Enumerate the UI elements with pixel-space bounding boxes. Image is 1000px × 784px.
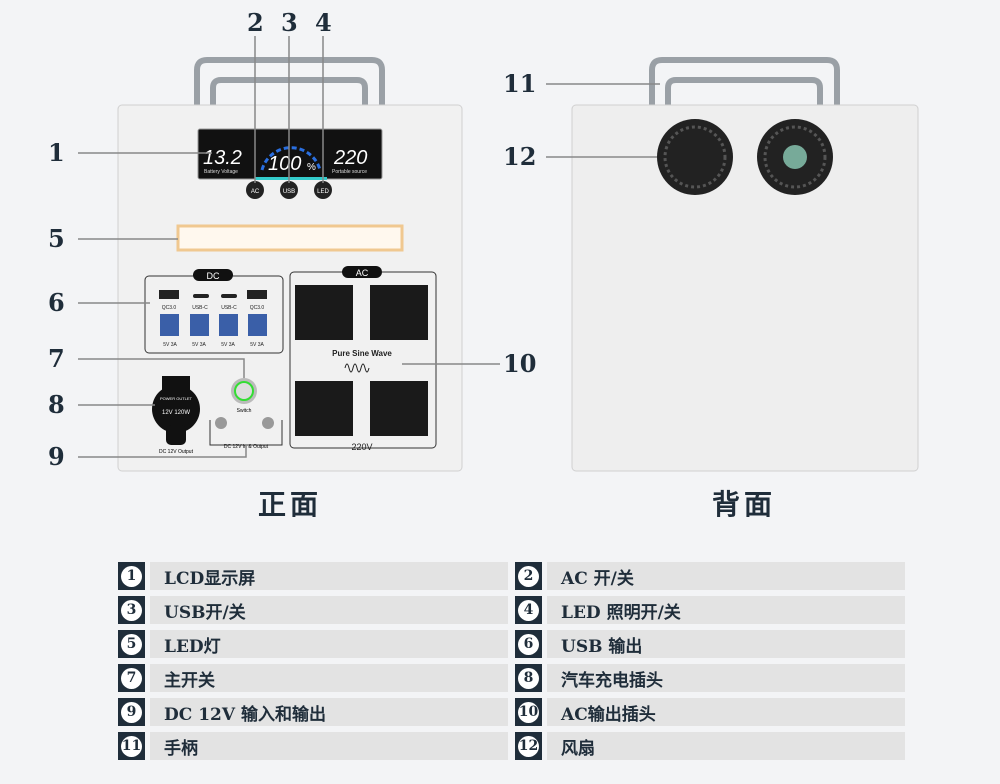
svg-text:5V 3A: 5V 3A — [163, 342, 177, 348]
legend-label: AC输出插头 — [547, 698, 905, 726]
svg-text:USB: USB — [283, 189, 295, 195]
svg-text:AC: AC — [251, 189, 260, 195]
fan-left — [657, 119, 733, 195]
legend-label: LED灯 — [150, 630, 508, 658]
legend-label: USB 输出 — [547, 630, 905, 658]
svg-text:5V 3A: 5V 3A — [192, 342, 206, 348]
dc-panel-title: DC — [207, 271, 220, 281]
back-caption: 背面 — [712, 488, 777, 521]
number-badge: 8 — [515, 664, 542, 692]
callout-8: 8 — [48, 390, 65, 419]
led-light-bar — [176, 224, 404, 252]
lcd-voltage-label: Battery Voltage — [204, 169, 238, 175]
svg-text:USB-C: USB-C — [221, 305, 237, 311]
legend-label: USB开/关 — [150, 596, 508, 624]
number-badge: 5 — [118, 630, 145, 658]
legend-label: 主开关 — [150, 664, 508, 692]
wave-label: Pure Sine Wave — [332, 349, 392, 358]
switch-label: Switch — [237, 408, 252, 414]
usb-button[interactable]: USB — [280, 181, 298, 199]
ac-button[interactable]: AC — [246, 181, 264, 199]
number-badge: 7 — [118, 664, 145, 692]
callout-5: 5 — [48, 224, 65, 253]
legend-label: AC 开/关 — [547, 562, 905, 590]
svg-text:QC3.0: QC3.0 — [250, 305, 265, 311]
callout-10: 10 — [503, 349, 537, 378]
svg-text:5V 3A: 5V 3A — [221, 342, 235, 348]
number-badge: 3 — [118, 596, 145, 624]
main-switch[interactable] — [231, 378, 257, 404]
callout-6: 6 — [48, 288, 65, 317]
svg-text:USB-C: USB-C — [192, 305, 208, 311]
svg-text:POWER OUTLET: POWER OUTLET — [160, 396, 193, 401]
callout-4: 4 — [315, 8, 332, 37]
lcd-voltage: 13.2 — [203, 147, 242, 169]
svg-text:5V 3A: 5V 3A — [250, 342, 264, 348]
usb-ports — [159, 290, 267, 336]
lcd-output: 220 — [333, 147, 367, 169]
back-handle — [649, 57, 840, 105]
led-button[interactable]: LED — [314, 181, 332, 199]
ac-sockets — [295, 285, 428, 436]
svg-text:12V 120W: 12V 120W — [162, 410, 190, 416]
ac-voltage: 220V — [351, 442, 372, 452]
legend-label: 汽车充电插头 — [547, 664, 905, 692]
product-drawing: 13.2 Battery Voltage 100 % 220 Portable … — [78, 36, 919, 472]
lcd-percent: 100 — [268, 153, 301, 175]
callout-11: 11 — [503, 69, 537, 98]
legend-label: LCD显示屏 — [150, 562, 508, 590]
legend-label: 手柄 — [150, 732, 508, 760]
car-charger-outlet[interactable] — [152, 376, 200, 445]
lcd-output-label: Portable source — [332, 169, 367, 175]
legend-label: DC 12V 输入和输出 — [150, 698, 508, 726]
number-badge: 1 — [118, 562, 145, 590]
number-badge: 4 — [515, 596, 542, 624]
number-badge: 11 — [118, 732, 145, 760]
back-body — [571, 104, 919, 472]
number-badge: 9 — [118, 698, 145, 726]
callout-12: 12 — [503, 142, 537, 171]
callout-3: 3 — [281, 8, 298, 37]
number-badge: 12 — [515, 732, 542, 760]
legend-label: LED 照明开/关 — [547, 596, 905, 624]
fan-right — [757, 119, 833, 195]
dc-io-ports[interactable] — [215, 417, 274, 429]
callout-7: 7 — [48, 344, 65, 373]
callout-1: 1 — [48, 138, 65, 167]
number-badge: 10 — [515, 698, 542, 726]
car-outlet-label: DC 12V Output — [159, 449, 194, 455]
number-badge: 2 — [515, 562, 542, 590]
legend-label: 风扇 — [547, 732, 905, 760]
ac-panel-title: AC — [356, 268, 369, 278]
callout-lines — [78, 36, 660, 458]
lcd-percent-unit: % — [307, 162, 316, 173]
svg-text:LED: LED — [317, 189, 329, 195]
callout-9: 9 — [48, 442, 65, 471]
callout-2: 2 — [247, 8, 264, 37]
number-badge: 6 — [515, 630, 542, 658]
front-caption: 正面 — [258, 488, 323, 521]
svg-text:QC3.0: QC3.0 — [162, 305, 177, 311]
